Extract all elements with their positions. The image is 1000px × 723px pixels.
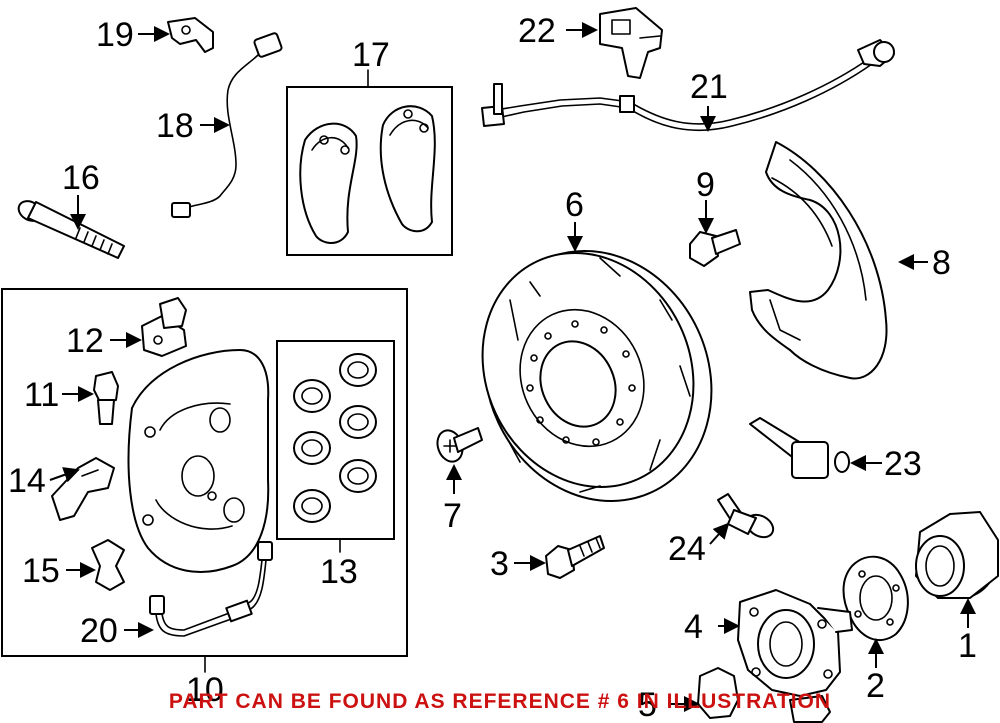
callout-4: 4 [684, 608, 703, 646]
callout-2: 2 [866, 667, 885, 705]
callout-1: 1 [958, 627, 977, 665]
bolt-part-9 [689, 229, 741, 267]
hose-bracket-part-22 [599, 7, 663, 79]
clip-part-14 [51, 457, 115, 521]
piston-seals-part-13 [293, 353, 377, 523]
part-5 [697, 667, 831, 723]
bolt-part-3 [545, 535, 605, 579]
callout-17: 17 [352, 36, 390, 74]
callout-19: 19 [96, 16, 134, 54]
callout-7: 7 [443, 497, 462, 535]
screw-part-7 [436, 427, 483, 463]
callout-22: 22 [518, 12, 556, 50]
spring-part-15 [91, 539, 125, 591]
callout-20: 20 [80, 612, 118, 650]
wheel-hub-part-4 [737, 589, 853, 697]
callout-3: 3 [490, 545, 509, 583]
callout-13: 13 [320, 553, 358, 591]
brake-line-part-20 [149, 541, 273, 637]
bracket-clip-part-19 [167, 17, 214, 53]
callout-arrows [49, 22, 976, 712]
callout-18: 18 [156, 107, 194, 145]
brake-pad-set-box [286, 86, 453, 256]
callout-14: 14 [8, 462, 46, 500]
callout-6: 6 [565, 186, 584, 224]
callout-23: 23 [884, 445, 922, 483]
callout-11: 11 [24, 376, 59, 414]
dust-shield-part-8 [749, 141, 888, 380]
callout-9: 9 [696, 166, 715, 204]
bolt-part-24 [717, 493, 775, 539]
callout-12: 12 [66, 322, 104, 360]
wheel-bearing-part-1 [915, 511, 999, 599]
callout-24: 24 [668, 530, 706, 568]
wear-sensor-part-18 [171, 32, 283, 218]
speed-sensor-part-23 [749, 417, 850, 479]
callout-15: 15 [22, 552, 60, 590]
bleeder-valve-part-11 [93, 371, 119, 425]
brake-pads-part-17 [299, 105, 436, 244]
caliper-bolt-part-16 [17, 200, 125, 259]
callout-10: 10 [186, 671, 224, 709]
gasket-part-2 [842, 555, 909, 641]
callout-8: 8 [932, 244, 951, 282]
callout-16: 16 [62, 159, 100, 197]
reference-note: PART CAN BE FOUND AS REFERENCE # 6 IN IL… [168, 690, 832, 713]
bracket-part-12 [141, 297, 187, 357]
callout-5: 5 [638, 686, 657, 723]
brake-rotor-part-6 [481, 250, 713, 502]
brake-hose-part-21 [481, 39, 895, 132]
callout-21: 21 [690, 68, 728, 106]
piston-seal-set-box [276, 340, 395, 540]
caliper-part-10 [127, 349, 270, 573]
